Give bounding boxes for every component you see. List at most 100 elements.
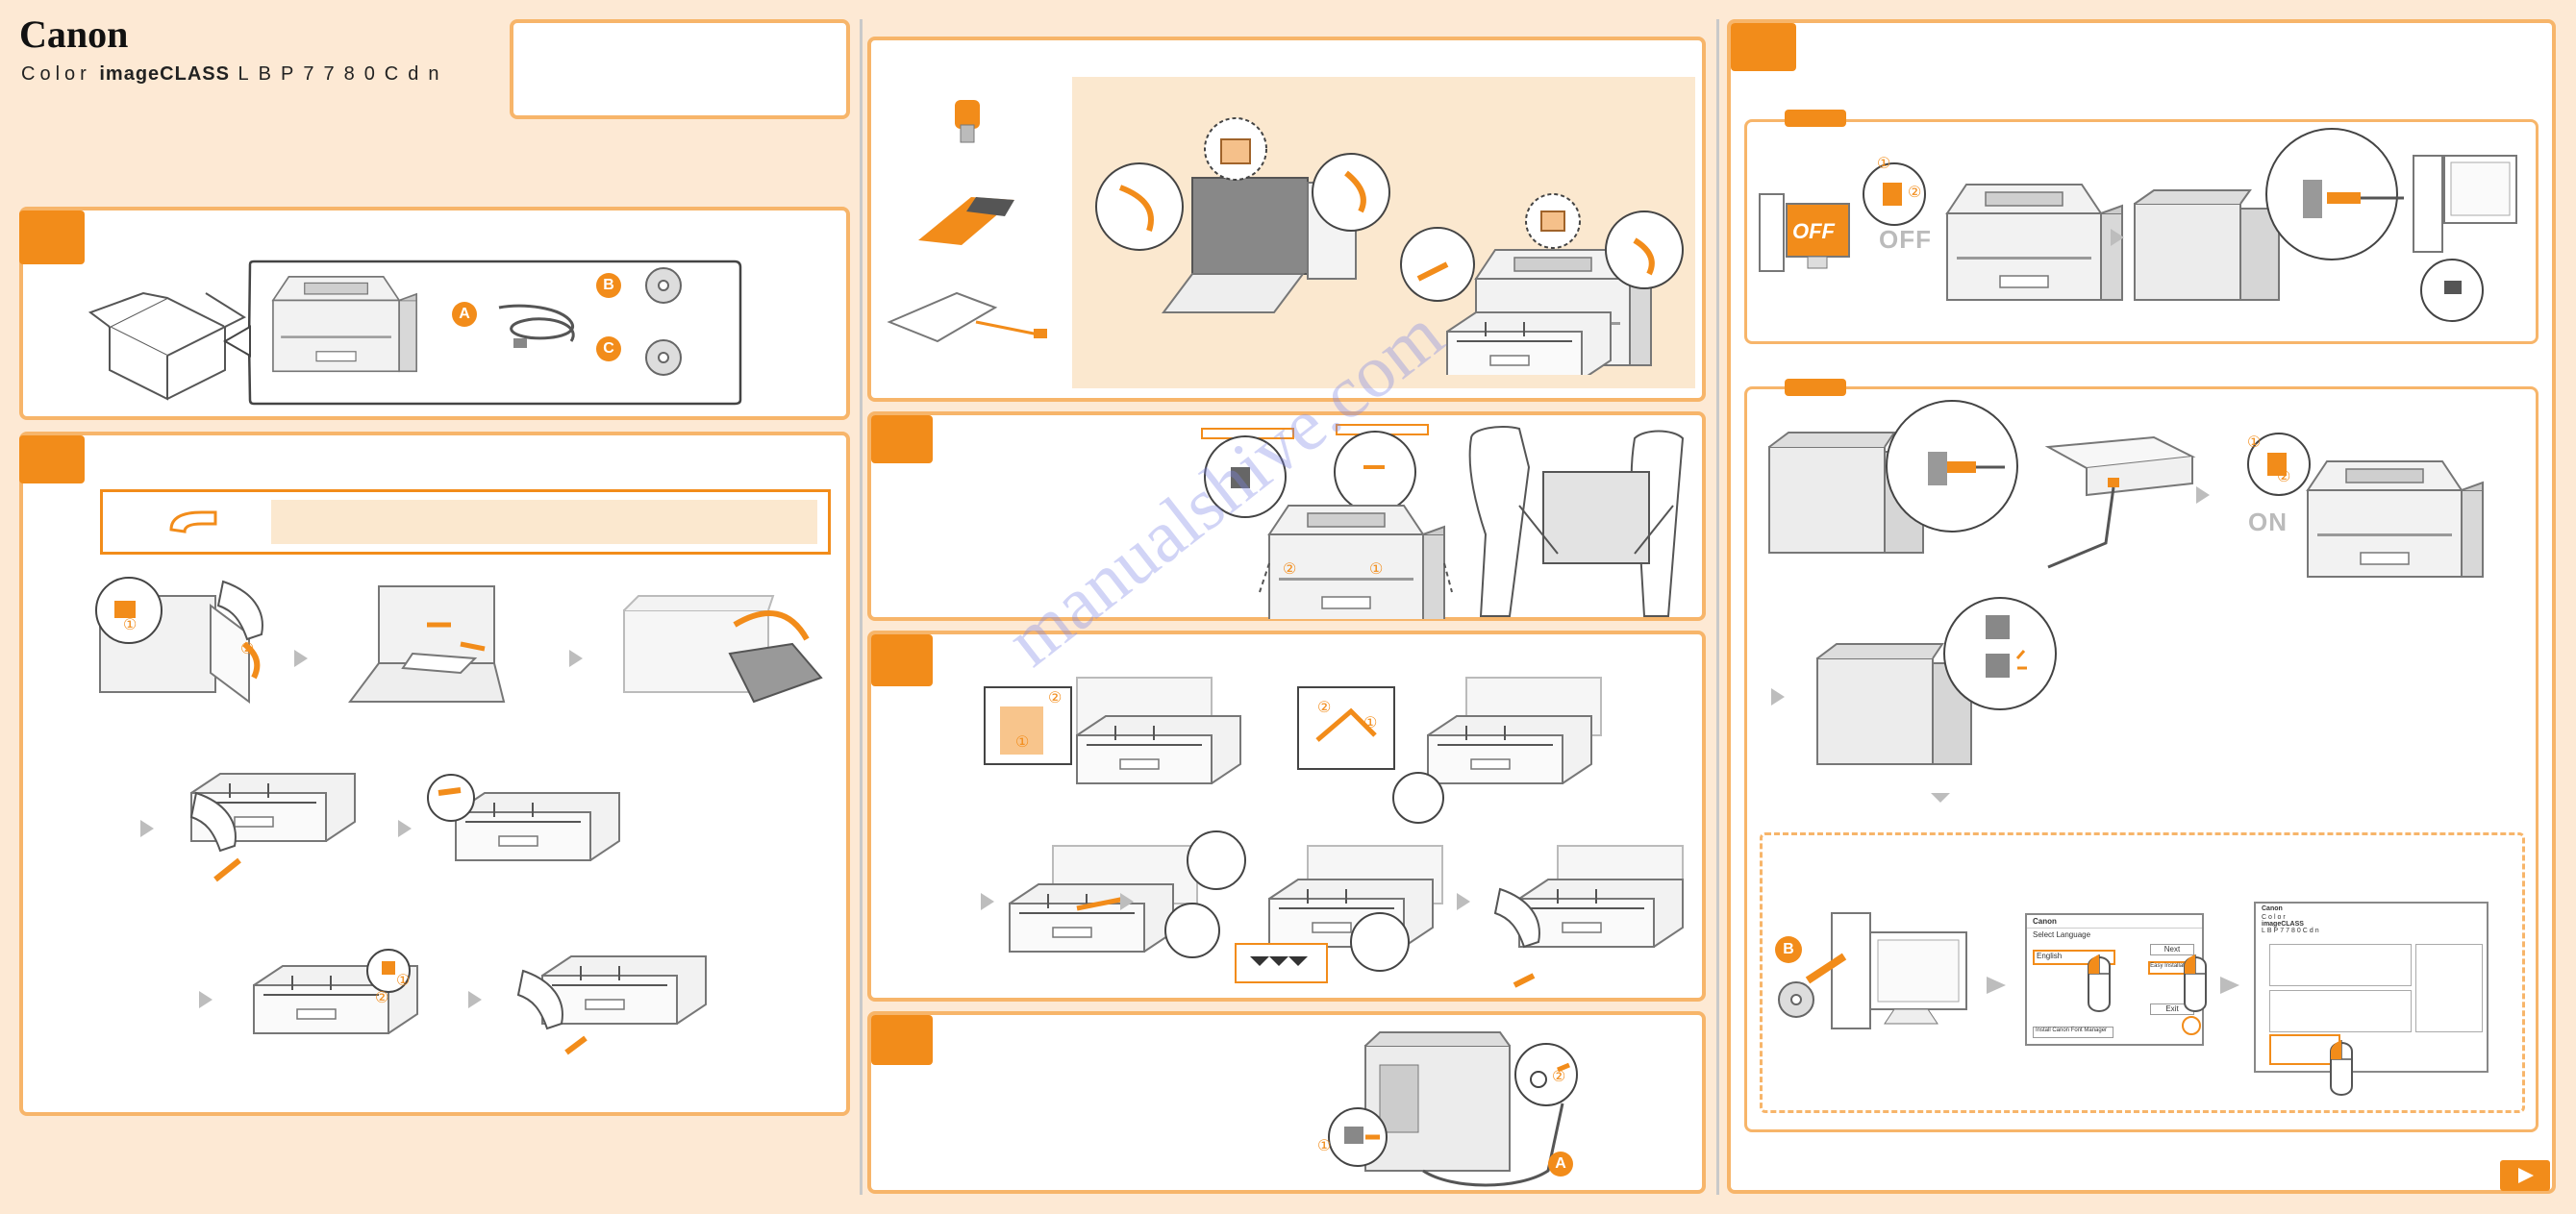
paper-circled-2b: ② (1317, 700, 1332, 716)
flow-arrow (294, 650, 308, 667)
menu-side-box (2415, 944, 2483, 1032)
network-connection-illustration (1768, 400, 2484, 803)
flow-arrow (981, 893, 994, 910)
canon-logo: Canon (19, 12, 129, 56)
product-series: imageCLASS (99, 63, 230, 85)
product-name: Color imageCLASS LBP7780Cdn (21, 63, 449, 86)
insert-tray (1494, 845, 1684, 988)
network-section-tag (1785, 379, 1846, 396)
usb-circled-1: ① (1877, 156, 1891, 172)
usb-circled-2: ② (1908, 185, 1922, 201)
insert-cd-illustration (1778, 912, 1967, 1029)
check-paper-level (1164, 830, 1443, 983)
column-separator-right (1716, 19, 1719, 1195)
step-power-number (871, 1015, 933, 1065)
close-cover-illustration (623, 595, 823, 704)
open-front-cover-illustration (95, 577, 263, 704)
flow-arrow (140, 820, 154, 837)
badge-a: A (452, 302, 477, 327)
step-connect-number (1731, 23, 1796, 71)
adjust-guide-1 (984, 677, 1241, 784)
product-prefix: Color (21, 63, 91, 85)
lan-circled-1: ① (2247, 434, 2262, 451)
paper-circled-2a: ② (1048, 690, 1063, 706)
language-select[interactable]: English (2033, 950, 2115, 965)
open-cover-step (1095, 117, 1390, 313)
circled-1-a: ① (123, 617, 138, 633)
power-circled-2: ② (1552, 1069, 1566, 1085)
language-next-button[interactable]: Next (2150, 944, 2194, 955)
lifting-printer-illustration (1201, 424, 1685, 619)
remove-packing-material-illustration (348, 585, 506, 703)
install-font-manager-button[interactable]: Install Canon Font Manager (2033, 1027, 2113, 1038)
unpack-illustration (88, 260, 742, 406)
move-circled-1: ① (1369, 561, 1384, 578)
network-hub-icon (2044, 435, 2196, 569)
box-icon (88, 291, 247, 401)
pull-out-tray-illustration (190, 773, 356, 882)
protective-sheet-icon (918, 197, 1014, 245)
software-install-area (1760, 832, 2525, 1113)
flow-arrow (2196, 486, 2210, 504)
badge-c: C (596, 336, 621, 361)
flow-arrow (468, 991, 482, 1008)
move-circled-2: ② (1283, 561, 1297, 578)
printer-rear (2134, 189, 2280, 301)
usb-connection-illustration (1759, 128, 2517, 322)
header-blank-box (510, 19, 850, 119)
on-label: ON (2248, 508, 2288, 536)
menu-grid-2 (2269, 990, 2412, 1032)
off-label: OFF (1879, 225, 1932, 254)
paper-circled-1a: ① (1015, 734, 1030, 751)
tape-icon (169, 510, 217, 533)
protective-clip-icon (955, 100, 980, 143)
load-paper-illustrations (981, 677, 1684, 988)
power-circled-1: ① (1317, 1138, 1332, 1154)
cd-rom-icons (645, 267, 682, 376)
packing-paper-icon (887, 291, 1047, 343)
paper-circled-1b: ① (1363, 715, 1378, 731)
computer-on (2413, 155, 2517, 322)
flow-arrow-install-2 (2220, 977, 2239, 994)
flow-arrow-install-1 (1987, 977, 2006, 994)
off-screen-label: OFF (1792, 219, 1835, 243)
adjust-guide-2 (1297, 677, 1602, 824)
menu-grid-1 (2269, 944, 2412, 986)
tape-note-text-area (271, 500, 817, 544)
step-1-number (19, 211, 85, 264)
flow-arrow (1771, 688, 1785, 706)
circled-1-b: ① (396, 973, 411, 989)
column-separator-left (860, 19, 863, 1195)
lan-circled-2: ② (2277, 469, 2291, 485)
next-page-button[interactable] (2500, 1160, 2550, 1191)
push-tray-in-illustration (517, 955, 707, 1055)
remove-tape-from-tray-illustration (427, 774, 620, 861)
flow-arrow (1457, 893, 1470, 910)
printer-lan-indicator (1816, 597, 2057, 765)
menu-brand-line-1: Color (2262, 914, 2288, 921)
menu-window-title: Canon (2262, 905, 2283, 912)
flow-arrow (569, 650, 583, 667)
play-triangle-icon (2518, 1168, 2534, 1183)
language-window-title: Canon (2027, 915, 2202, 929)
mouse-click-icon-2 (2330, 1040, 2353, 1096)
tape-removal-steps (95, 577, 823, 1055)
cd-badge-b: B (1775, 936, 1802, 963)
close-cover-step (1400, 193, 1684, 375)
menu-brand-line-2: imageCLASS (2262, 921, 2304, 928)
step-2-number (19, 435, 85, 483)
computer-off (1759, 193, 1850, 272)
protective-parts-icons (887, 100, 1047, 343)
connect-power-cord-illustration (1328, 1031, 1578, 1187)
setup-menu-window: Canon Color imageCLASS LBP7780Cdn (2254, 902, 2488, 1073)
flow-arrow (398, 820, 412, 837)
power-cord-icon (498, 304, 575, 348)
menu-brand-line-3: LBP7780Cdn (2262, 928, 2321, 934)
remove-spacer-illustration (253, 949, 418, 1034)
circled-2-a: ② (240, 641, 255, 657)
select-language-window: Canon Select Language English Next Easy … (2025, 913, 2204, 1046)
step-load-number (871, 634, 933, 686)
power-badge-a: A (1548, 1152, 1573, 1177)
mouse-click-icons-1 (2088, 954, 2207, 1035)
product-model: LBP7780Cdn (238, 63, 449, 85)
